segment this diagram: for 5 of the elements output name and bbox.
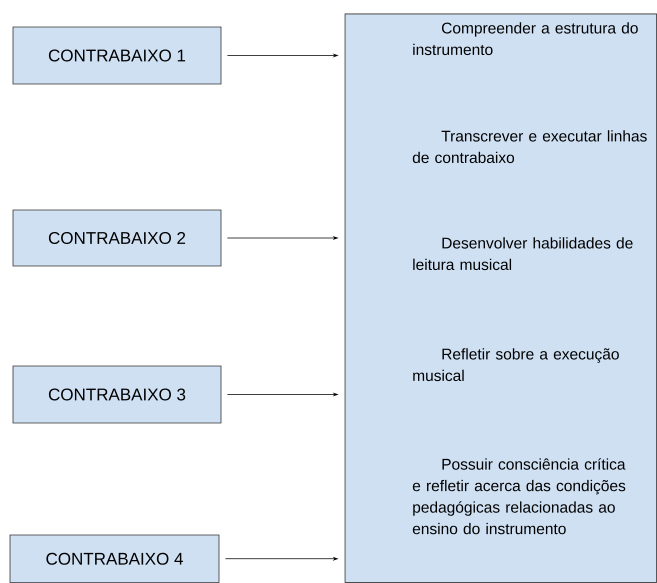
label-box: CONTRABAIXO 2 bbox=[12, 210, 222, 266]
label-box: CONTRABAIXO 3 bbox=[12, 366, 222, 424]
objectives-panel: Compreender a estrutura do instrumento Transcrever e executar linhas de contrabaixo Desenvolver habilidades de leitura musical Refletir sobre a execução musical Possuir consciência crítica e refletir acerca das condições pedagógicas relacionadas ao ensino do instrumento bbox=[344, 14, 657, 583]
label-box: CONTRABAIXO 4 bbox=[10, 534, 220, 583]
label-box: CONTRABAIXO 1 bbox=[12, 26, 222, 84]
